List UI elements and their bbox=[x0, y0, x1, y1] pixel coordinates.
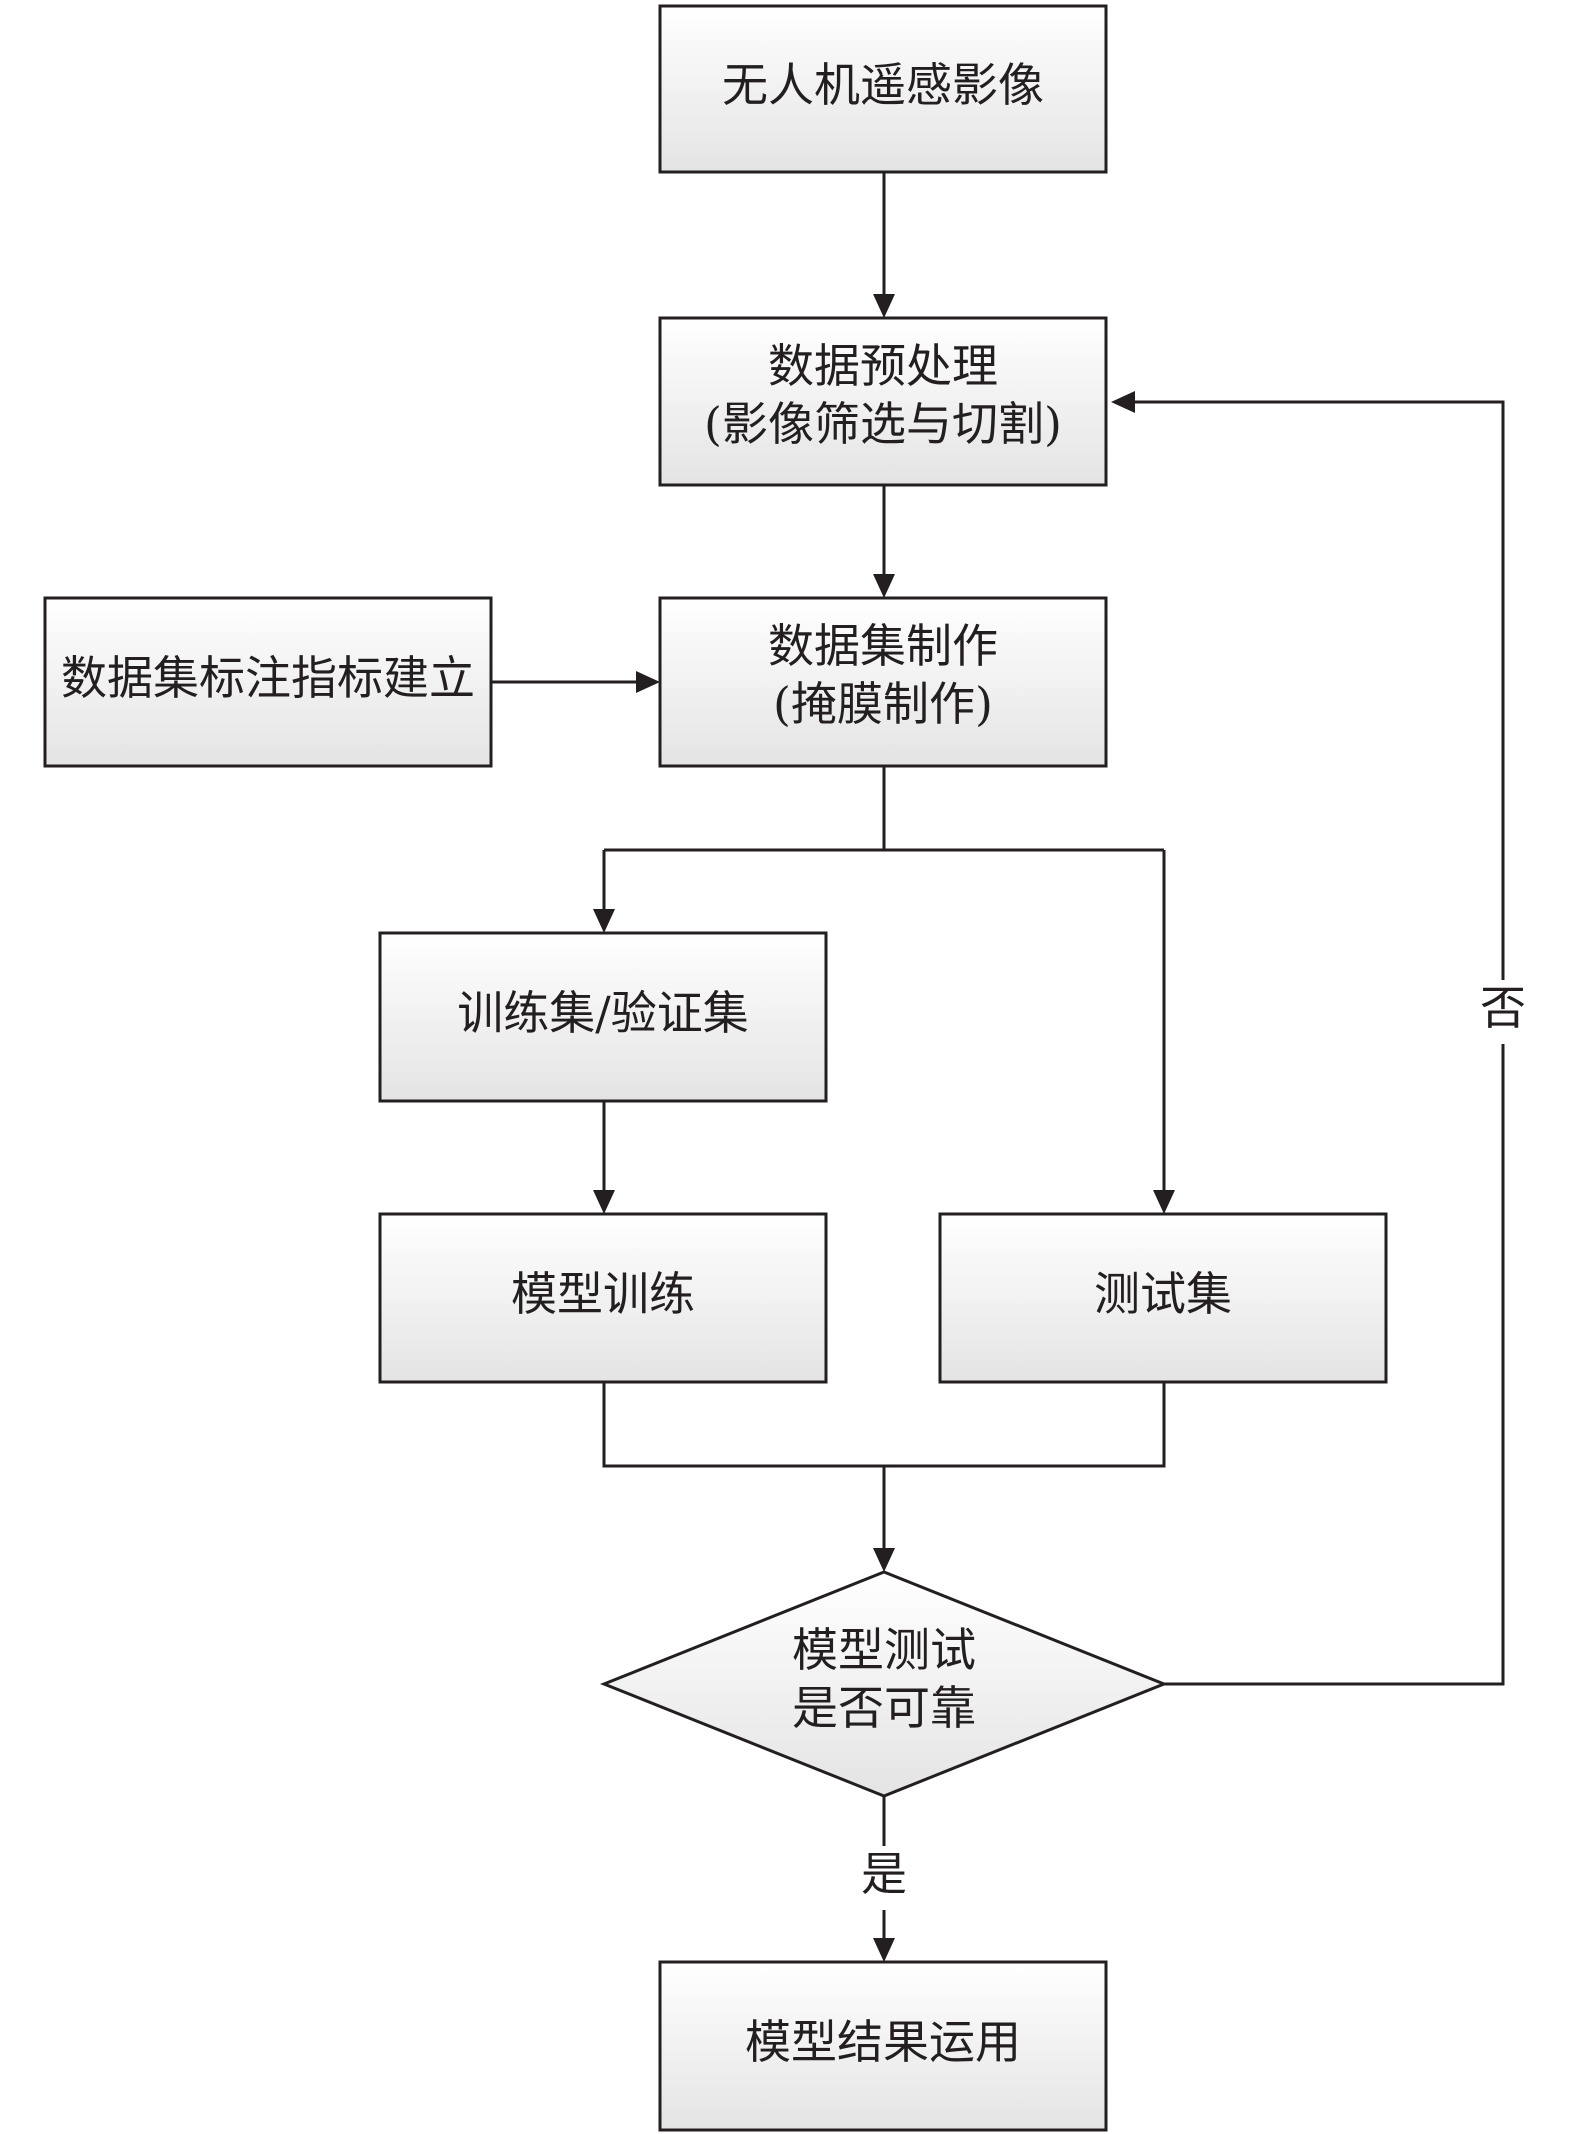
edge-dataset-split bbox=[604, 766, 1164, 852]
yes-label-bg bbox=[859, 1846, 909, 1910]
node-model-training: 模型训练 bbox=[378, 1212, 828, 1384]
arrowhead-icon bbox=[873, 1548, 895, 1572]
node-preprocessing: 数据预处理 (影像筛选与切割) bbox=[658, 316, 1108, 487]
node-decision: 模型测试 是否可靠 bbox=[599, 1570, 1169, 1798]
node-uav-imagery: 无人机遥感影像 bbox=[658, 4, 1108, 174]
node-train-val-set: 训练集/验证集 bbox=[378, 931, 828, 1103]
node-dataset-creation-sublabel: (掩膜制作) bbox=[773, 677, 993, 731]
arrowhead-icon bbox=[593, 909, 615, 933]
edge-no-loop bbox=[1135, 400, 1505, 1686]
node-test-set: 测试集 bbox=[938, 1212, 1388, 1384]
edge-merge-to-decision bbox=[602, 1382, 1166, 1548]
node-preprocessing-sublabel: (影像筛选与切割) bbox=[704, 397, 1062, 451]
node-preprocessing-label: 数据预处理 bbox=[768, 339, 998, 393]
node-decision-sublabel: 是否可靠 bbox=[792, 1681, 976, 1735]
arrowhead-icon bbox=[873, 1938, 895, 1962]
node-model-application: 模型结果运用 bbox=[658, 1960, 1108, 2132]
node-annotation-index: 数据集标注指标建立 bbox=[43, 596, 493, 768]
no-label-bg bbox=[1478, 980, 1528, 1044]
node-model-training-label: 模型训练 bbox=[511, 1267, 695, 1321]
node-uav-imagery-label: 无人机遥感影像 bbox=[722, 58, 1044, 112]
arrowhead-icon bbox=[1153, 1190, 1175, 1214]
arrowhead-icon bbox=[873, 574, 895, 598]
arrowhead-icon bbox=[1111, 391, 1135, 413]
arrowhead-icon bbox=[636, 671, 660, 693]
node-decision-label: 模型测试 bbox=[792, 1623, 976, 1677]
no-label: 否 bbox=[1480, 981, 1526, 1035]
arrowhead-icon bbox=[593, 1190, 615, 1214]
node-train-val-set-label: 训练集/验证集 bbox=[457, 986, 749, 1040]
yes-label: 是 bbox=[861, 1847, 907, 1901]
node-dataset-creation-label: 数据集制作 bbox=[768, 619, 998, 673]
node-test-set-label: 测试集 bbox=[1094, 1267, 1232, 1321]
node-dataset-creation: 数据集制作 (掩膜制作) bbox=[658, 596, 1108, 768]
node-model-application-label: 模型结果运用 bbox=[745, 2015, 1021, 2069]
arrowhead-icon bbox=[873, 294, 895, 318]
node-annotation-index-label: 数据集标注指标建立 bbox=[61, 651, 475, 705]
